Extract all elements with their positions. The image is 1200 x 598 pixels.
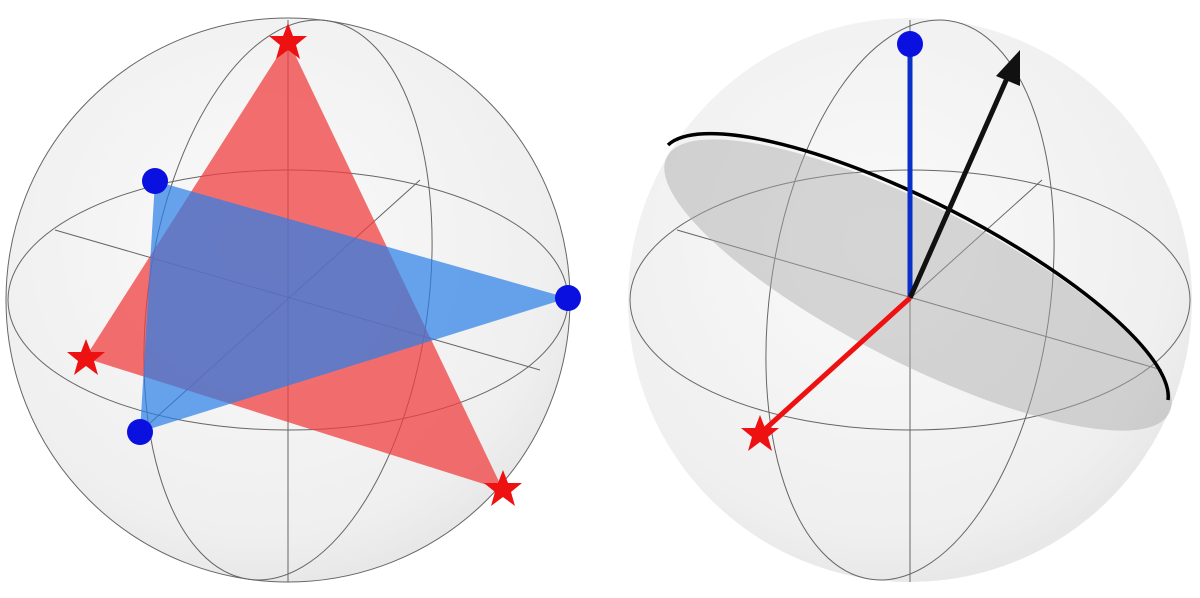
blue-triangle-plane — [140, 181, 568, 432]
arrow-head-icon — [996, 50, 1020, 86]
blue-dot — [142, 168, 168, 194]
blue-dot — [127, 419, 153, 445]
right-bloch-sphere — [628, 18, 1192, 582]
blue-dot — [555, 285, 581, 311]
red-vector — [760, 296, 912, 434]
blue-dot — [897, 31, 923, 57]
black-vector — [907, 74, 1011, 300]
left-bloch-sphere — [5, 17, 581, 583]
